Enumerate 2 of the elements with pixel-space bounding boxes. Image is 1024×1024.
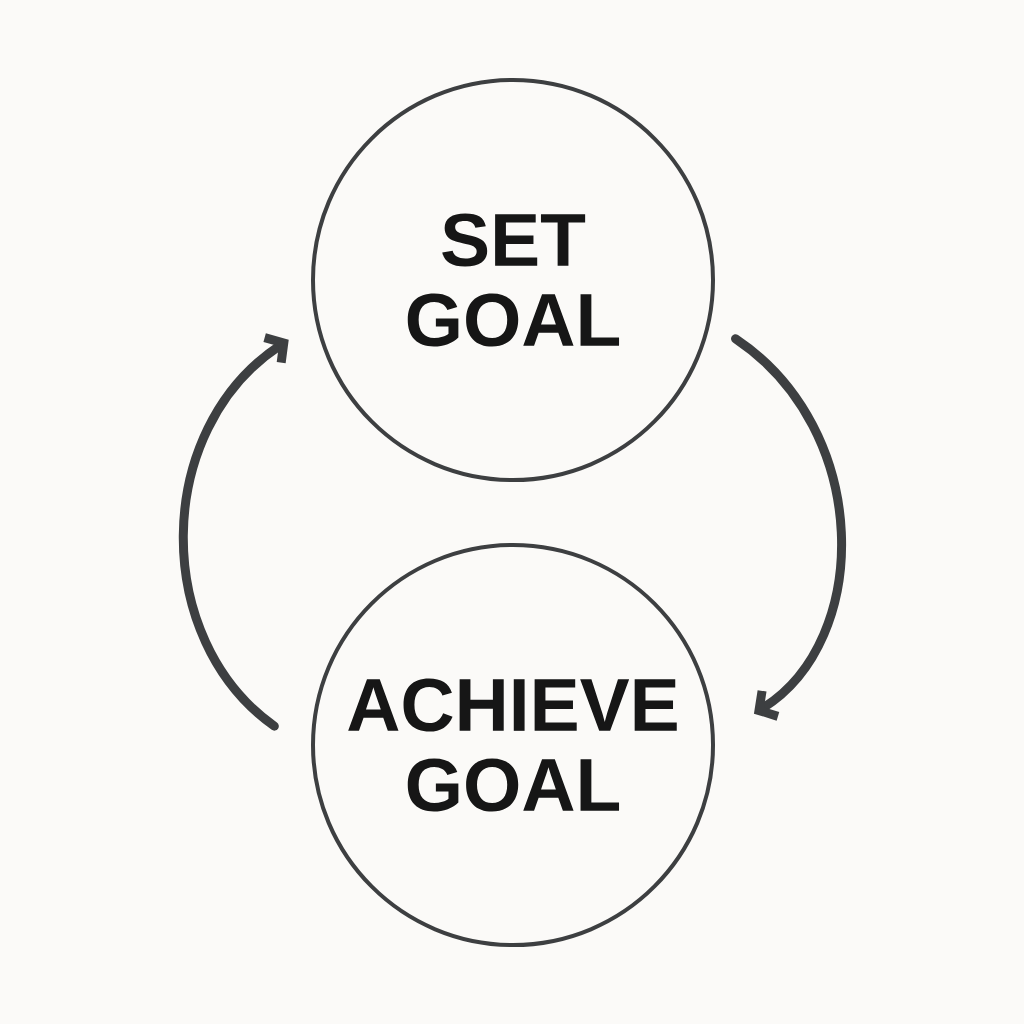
curved-arrow xyxy=(178,333,289,731)
curved-arrow xyxy=(731,334,846,721)
